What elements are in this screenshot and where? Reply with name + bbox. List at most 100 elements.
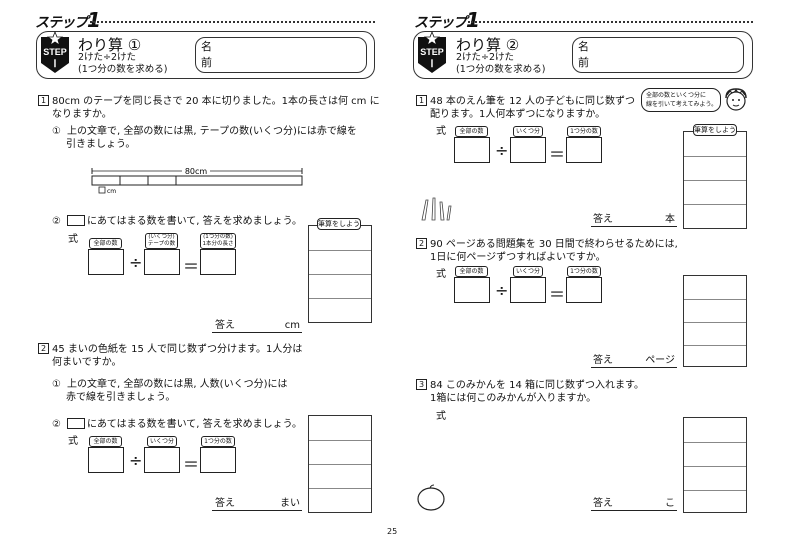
name-label-2: 前 — [578, 56, 589, 69]
sub-mark: ② — [52, 419, 61, 430]
sub-mark: ① — [52, 126, 61, 137]
label-one-1: (1つ分の数) — [203, 234, 233, 240]
label-all: 全部の数 — [89, 238, 122, 249]
sub-text: にあてはまる数を書いて, 答えを求めましょう。 — [86, 216, 303, 227]
answer-box-all[interactable] — [454, 277, 490, 303]
question-text-2: なりますか。 — [52, 109, 112, 120]
label-all: 全部の数 — [89, 436, 122, 447]
answer-label: 答え — [215, 498, 235, 509]
divider — [90, 21, 375, 23]
calc-area[interactable] — [683, 275, 747, 367]
name-label-2: 前 — [201, 56, 212, 69]
answer-box-all[interactable] — [454, 137, 490, 163]
sub-text: 上の文章で, 全部の数には黒, 人数(いくつ分)には — [66, 379, 288, 390]
step-badge-icon: STEP Ⅰ — [41, 31, 69, 73]
answer-unit: ページ — [645, 355, 675, 366]
answer-box-all[interactable] — [88, 447, 124, 473]
answer-unit: こ — [665, 498, 675, 509]
question-text: 48 本のえん筆を 12 人の子どもに同じ数ずつ — [430, 96, 635, 107]
hint-text-1: 全部の数といくつ分に — [646, 92, 707, 99]
calc-label: 筆算をしよう — [317, 218, 361, 230]
mikan-icon — [417, 484, 445, 511]
label-count: いくつ分 — [147, 436, 177, 447]
tape-label: 80cm — [185, 167, 208, 176]
label-all: 全部の数 — [455, 126, 488, 137]
divide-sign: ÷ — [129, 253, 143, 272]
header-box — [413, 31, 753, 79]
label-count: (いくつ分)テープの数 — [145, 233, 178, 249]
answer-line[interactable]: 答え まい — [212, 497, 302, 511]
step-tag: ステップ1 — [414, 8, 480, 32]
question-number: 2 — [38, 343, 49, 354]
sub-text-2: 引きましょう。 — [66, 139, 136, 150]
question-text: 80cm のテープを同じ長さで 20 本に切りました。1本の長さは何 cm に — [52, 96, 380, 107]
answer-line[interactable]: 答え ページ — [591, 354, 677, 368]
label-one: 1つ分の数 — [567, 126, 601, 137]
question-number: 1 — [416, 95, 427, 106]
question-text: 90 ページある問題集を 30 日間で終わらせるためには, — [430, 239, 678, 250]
answer-box-one[interactable] — [200, 249, 236, 275]
kid-face-icon — [725, 88, 747, 111]
calc-area[interactable] — [683, 417, 747, 513]
divider — [468, 21, 753, 23]
subtitle-2: (1つ分の数を求める) — [78, 64, 168, 75]
blank-box — [66, 418, 85, 429]
sub-mark: ① — [52, 379, 61, 390]
step-word: ステップ — [35, 15, 88, 31]
label-one-2: 1本分の長さ — [202, 241, 234, 247]
step-tag: ステップ1 — [35, 8, 101, 32]
sub-question-1: ① 上の文章で, 全部の数には黒, 人数(いくつ分)には — [52, 378, 288, 392]
answer-box-count[interactable] — [144, 447, 180, 473]
step-number: 1 — [466, 8, 480, 32]
question-text-2: 何まいですか。 — [52, 357, 122, 368]
label-count: いくつ分 — [513, 266, 543, 277]
question-text: 84 このみかんを 14 箱に同じ数ずつ入れます。 — [430, 380, 644, 391]
answer-line[interactable]: 答え cm — [212, 319, 302, 333]
calc-area[interactable] — [683, 131, 747, 229]
answer-box-one[interactable] — [566, 137, 602, 163]
name-label-1: 名 — [578, 40, 589, 53]
sub-text: 上の文章で, 全部の数には黒, テープの数(いくつ分)には赤で線を — [66, 126, 357, 137]
sub-mark: ② — [52, 216, 61, 227]
calc-area[interactable] — [308, 225, 372, 323]
label-one: 1つ分の数 — [201, 436, 235, 447]
answer-box-count[interactable] — [144, 249, 180, 275]
shiki-label: 式 — [68, 436, 78, 447]
shiki-label: 式 — [436, 126, 446, 137]
answer-line[interactable]: 答え こ — [591, 497, 677, 511]
shiki-label: 式 — [436, 269, 446, 280]
subtitle-1: 2けた÷2けた — [456, 52, 515, 63]
answer-box-count[interactable] — [510, 137, 546, 163]
answer-box-all[interactable] — [88, 249, 124, 275]
calc-area[interactable] — [308, 415, 372, 513]
question-text: 45 まいの色紙を 15 人で同じ数ずつ分けます。1人分は — [52, 344, 303, 355]
step-number: 1 — [87, 8, 101, 32]
hint-bubble: 全部の数といくつ分に 線を引いて考えてみよう。 — [641, 88, 721, 112]
equals-sign: ＝ — [183, 455, 200, 474]
question-number: 1 — [38, 95, 49, 106]
sub-question-1: ① 上の文章で, 全部の数には黒, テープの数(いくつ分)には赤で線を — [52, 125, 357, 139]
divide-sign: ÷ — [129, 451, 143, 470]
answer-box-one[interactable] — [200, 447, 236, 473]
question-number: 3 — [416, 379, 427, 390]
subtitle-2: (1つ分の数を求める) — [456, 64, 546, 75]
page-number: 25 — [387, 527, 398, 536]
answer-label: 答え — [593, 498, 613, 509]
label-one: 1つ分の数 — [567, 266, 601, 277]
question-text-2: 配ります。1人何本ずつになりますか。 — [430, 109, 606, 120]
answer-box-count[interactable] — [510, 277, 546, 303]
blank-box — [66, 215, 85, 226]
badge-number: Ⅰ — [431, 59, 434, 70]
shiki-label: 式 — [436, 411, 446, 422]
name-field[interactable] — [195, 37, 367, 73]
answer-line[interactable]: 答え 本 — [591, 213, 677, 227]
sub-text: にあてはまる数を書いて, 答えを求めましょう。 — [86, 419, 303, 430]
name-field[interactable] — [572, 37, 744, 73]
sub-question-2: ② にあてはまる数を書いて, 答えを求めましょう。 — [52, 418, 302, 432]
header-box — [36, 31, 375, 79]
answer-box-one[interactable] — [566, 277, 602, 303]
label-count: いくつ分 — [513, 126, 543, 137]
shiki-label: 式 — [68, 234, 78, 245]
hint-text-2: 線を引いて考えてみよう。 — [646, 101, 718, 108]
